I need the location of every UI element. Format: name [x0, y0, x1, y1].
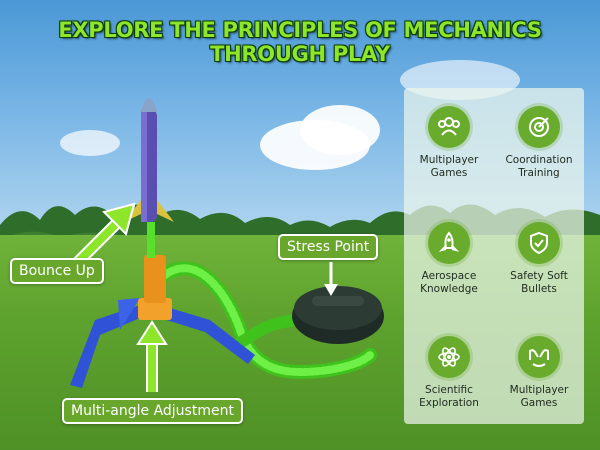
hands-icon	[518, 336, 560, 378]
rocket-icon	[428, 222, 470, 264]
group-icon	[428, 106, 470, 148]
feature-item: Multiplayer Games	[494, 336, 584, 410]
features-panel: Multiplayer Games Coordination Training …	[404, 88, 584, 424]
feature-item: Safety Soft Bullets	[494, 222, 584, 296]
bounce-up-label: Bounce Up	[10, 258, 104, 284]
cloud	[300, 105, 380, 155]
feature-label: Multiplayer Games	[509, 384, 569, 409]
feature-label: Aerospace Knowledge	[420, 270, 478, 295]
stress-point-label: Stress Point	[278, 234, 379, 260]
cloud	[60, 130, 120, 156]
feature-label: Safety Soft Bullets	[510, 270, 568, 295]
feature-item: Scientific Exploration	[404, 336, 494, 410]
shield-check-icon	[518, 222, 560, 264]
feature-item: Coordination Training	[494, 106, 584, 180]
feature-item: Aerospace Knowledge	[404, 222, 494, 296]
feature-item: Multiplayer Games	[404, 106, 494, 180]
multi-angle-label: Multi-angle Adjustment	[62, 398, 243, 424]
feature-label: Scientific Exploration	[419, 384, 479, 409]
headline: EXPLORE THE PRINCIPLES OF MECHANICS THRO…	[58, 18, 542, 66]
target-icon	[518, 106, 560, 148]
feature-label: Coordination Training	[505, 154, 573, 179]
atom-icon	[428, 336, 470, 378]
feature-label: Multiplayer Games	[419, 154, 479, 179]
